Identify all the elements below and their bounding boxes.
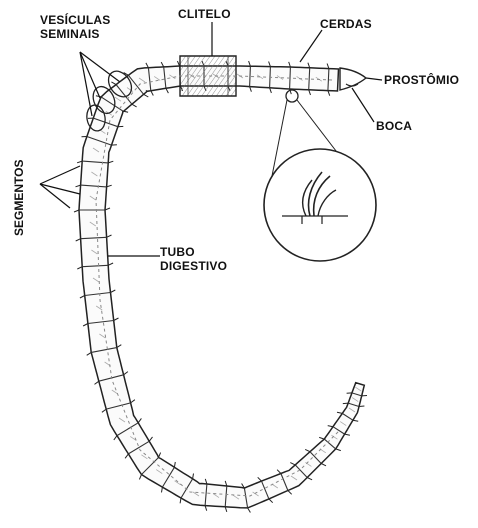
bristle [76, 239, 81, 241]
bristle [336, 449, 341, 451]
label-tubo-line1: TUBO [160, 246, 195, 259]
bristle [80, 296, 85, 299]
bristle [77, 267, 82, 269]
bristle [269, 499, 273, 503]
bristle [87, 352, 92, 355]
bristle [290, 463, 295, 465]
bristle [359, 406, 364, 407]
bristle [337, 412, 342, 413]
bristle [180, 498, 181, 503]
label-segmentos: SEGMENTOS [12, 160, 26, 236]
bristle [114, 318, 119, 321]
bristle-magnifier [264, 90, 376, 261]
label-prostomio: PROSTÔMIO [384, 74, 459, 87]
bristle [319, 437, 324, 439]
bristle [174, 462, 175, 467]
bristle [139, 475, 141, 480]
bristle [288, 491, 292, 495]
label-cerdas: CERDAS [320, 18, 372, 31]
bristle [117, 345, 122, 348]
bristle [83, 324, 88, 327]
label-boca: BOCA [376, 120, 412, 133]
bristle [343, 403, 348, 404]
bristle [258, 477, 262, 481]
label-vesiculas-line2: SEMINAIS [40, 28, 100, 41]
bristle [114, 436, 117, 440]
bristle [124, 372, 128, 375]
prostomium-tip [340, 68, 366, 90]
bristle [166, 88, 169, 93]
bristle [151, 91, 154, 96]
label-vesiculas-line1: VESÍCULAS [40, 14, 110, 27]
bristle [125, 454, 128, 458]
bristle [107, 235, 112, 237]
label-clitelo: CLITELO [178, 8, 231, 21]
bristle [321, 464, 326, 466]
bristle [248, 508, 251, 513]
bristle [149, 437, 152, 441]
bristle [162, 487, 163, 492]
bristle [353, 420, 358, 421]
label-tubo-line2: DIGESTIVO [160, 260, 227, 273]
bristle [305, 449, 310, 451]
bristle [102, 409, 106, 412]
bristle [345, 434, 350, 435]
bristle [177, 61, 179, 66]
bristle [193, 474, 194, 479]
bristle [111, 290, 116, 293]
bristle [95, 381, 99, 384]
worm-body [74, 61, 367, 513]
bristle [131, 400, 135, 403]
bristle [328, 426, 333, 427]
bristle [74, 210, 79, 212]
bristle [307, 478, 312, 480]
bristle [108, 263, 113, 265]
bristle [277, 470, 281, 474]
bristle [146, 63, 149, 68]
bristle [111, 82, 116, 85]
bristle [159, 453, 161, 458]
bristle [161, 62, 164, 67]
bristle [138, 418, 141, 422]
bristle [144, 94, 149, 97]
bristle [132, 104, 137, 107]
